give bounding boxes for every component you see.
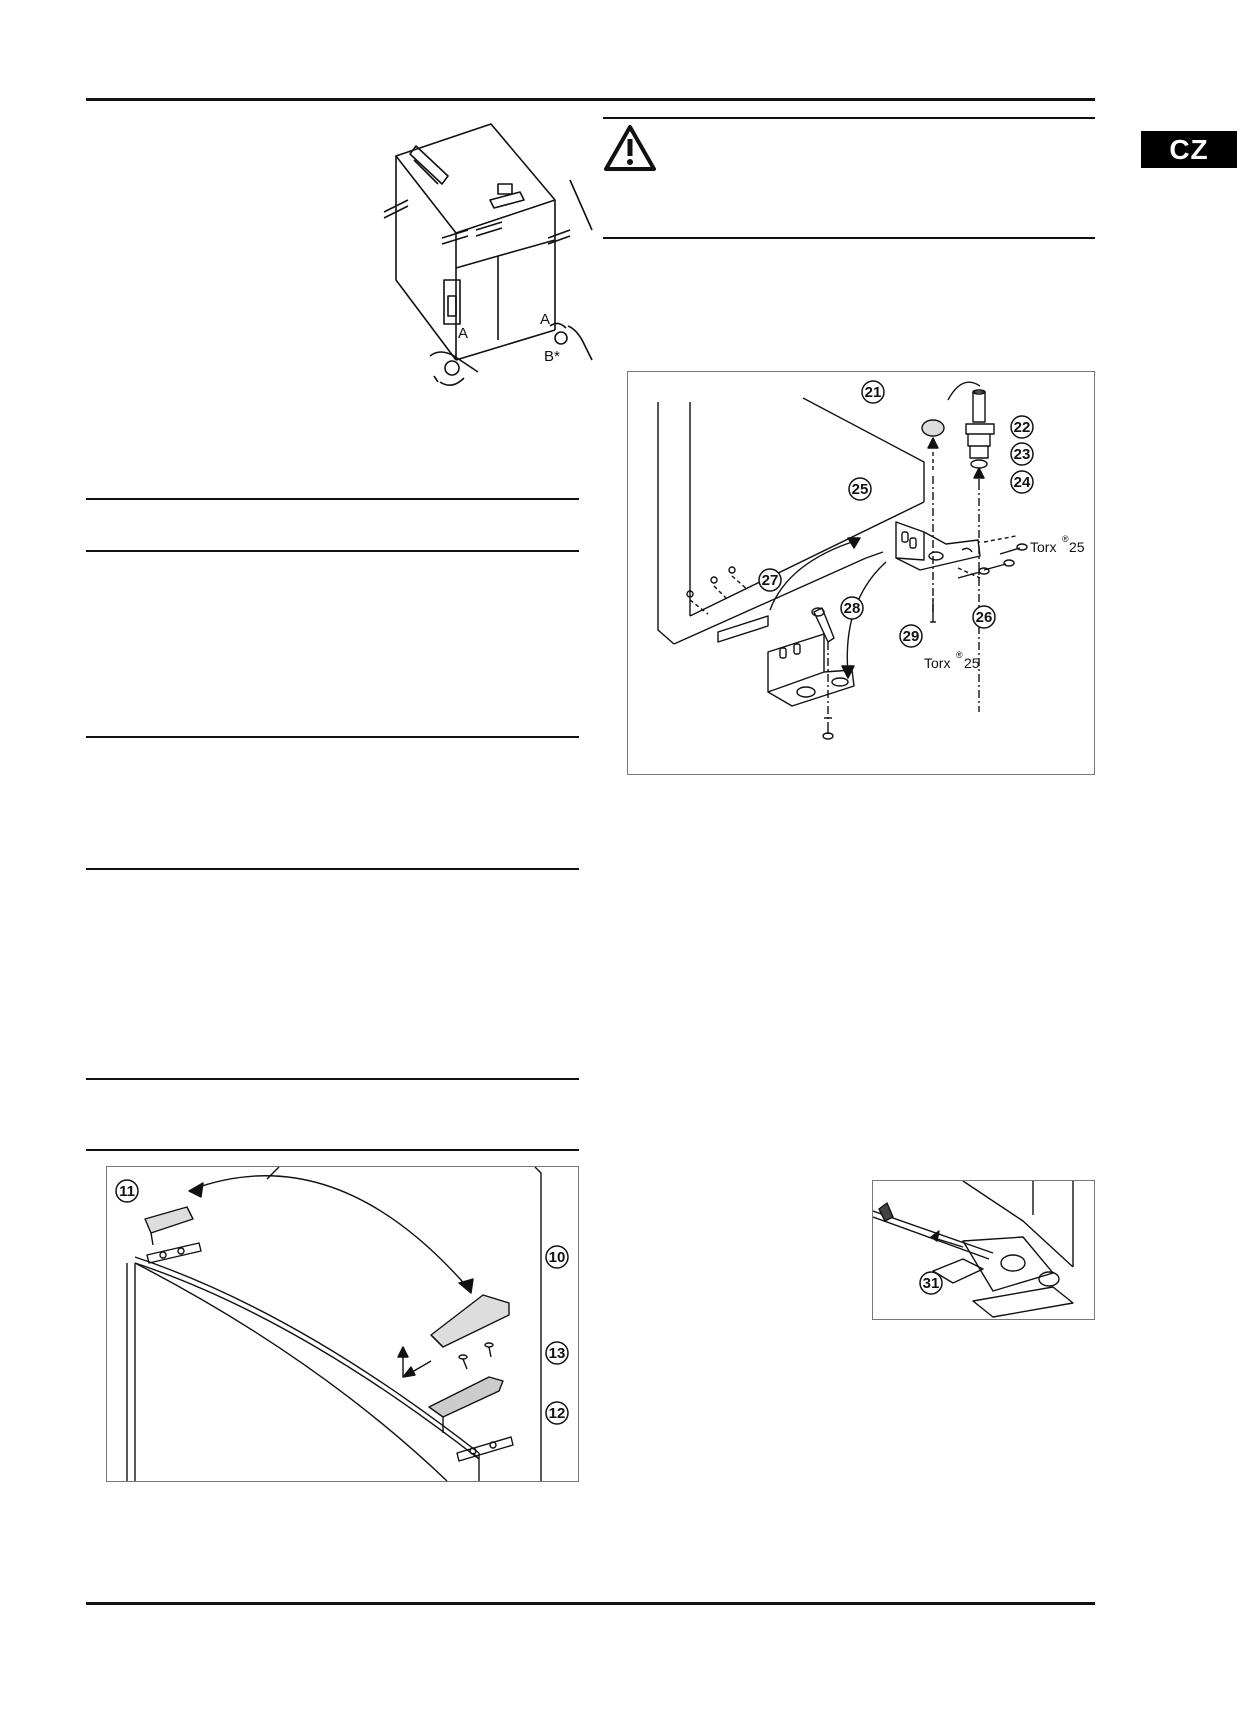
section-rule-3: [86, 736, 579, 738]
foot-label-a-left: A: [458, 325, 468, 342]
callout-26: 26: [972, 605, 996, 629]
svg-text:11: 11: [119, 1183, 135, 1200]
torx-label-top: Torx: [1030, 539, 1056, 555]
cabinet-feet-figure: A A B*: [380, 120, 595, 395]
header-rule: [86, 98, 1095, 101]
callout-29: 29: [899, 624, 923, 648]
section-rule-4: [86, 868, 579, 870]
callout-22: 22: [1010, 415, 1034, 439]
section-rule-1: [86, 498, 579, 500]
torx-size-bottom: 25: [964, 655, 980, 671]
callout-12: 12: [545, 1401, 569, 1425]
svg-text:10: 10: [549, 1249, 566, 1266]
svg-text:29: 29: [903, 628, 920, 645]
svg-text:26: 26: [976, 609, 993, 626]
svg-text:23: 23: [1014, 446, 1031, 463]
callout-13: 13: [545, 1341, 569, 1365]
torx-size-top: 25: [1069, 539, 1085, 555]
callout-11: 11: [115, 1179, 139, 1203]
warning-top-rule: [603, 117, 1095, 119]
torx-sup-top: ®: [1062, 534, 1069, 544]
section-rule-5: [86, 1078, 579, 1080]
torx-sup-bottom: ®: [956, 650, 963, 660]
svg-text:31: 31: [923, 1275, 940, 1292]
callout-31: 31: [919, 1271, 943, 1295]
callout-25: 25: [848, 477, 872, 501]
callout-10: 10: [545, 1245, 569, 1269]
callout-27: 27: [758, 568, 782, 592]
screwdriver-detail-figure: 31: [872, 1180, 1095, 1320]
warning-icon: [603, 123, 657, 173]
callout-24: 24: [1010, 470, 1034, 494]
footer-rule: [86, 1602, 1095, 1605]
warning-bottom-rule: [603, 237, 1095, 239]
svg-text:28: 28: [844, 600, 861, 617]
svg-text:24: 24: [1014, 474, 1031, 491]
foot-label-b: B*: [544, 348, 560, 365]
svg-text:13: 13: [549, 1345, 566, 1362]
callout-28: 28: [840, 596, 864, 620]
section-rule-2: [86, 550, 579, 552]
foot-label-a-right: A: [540, 311, 550, 328]
section-rule-6: [86, 1149, 579, 1151]
callout-23: 23: [1010, 442, 1034, 466]
hinge-exploded-figure: 21 22 23 24 25 26 27 28: [627, 371, 1095, 775]
svg-text:21: 21: [865, 384, 882, 401]
svg-text:27: 27: [762, 572, 779, 589]
svg-text:22: 22: [1014, 419, 1031, 436]
callout-21: 21: [861, 380, 885, 404]
language-badge: CZ: [1141, 131, 1237, 168]
torx-label-bottom: Torx: [924, 655, 950, 671]
svg-text:12: 12: [549, 1405, 566, 1422]
svg-text:25: 25: [852, 481, 869, 498]
top-cover-figure: 11 10 13 12: [106, 1166, 579, 1482]
